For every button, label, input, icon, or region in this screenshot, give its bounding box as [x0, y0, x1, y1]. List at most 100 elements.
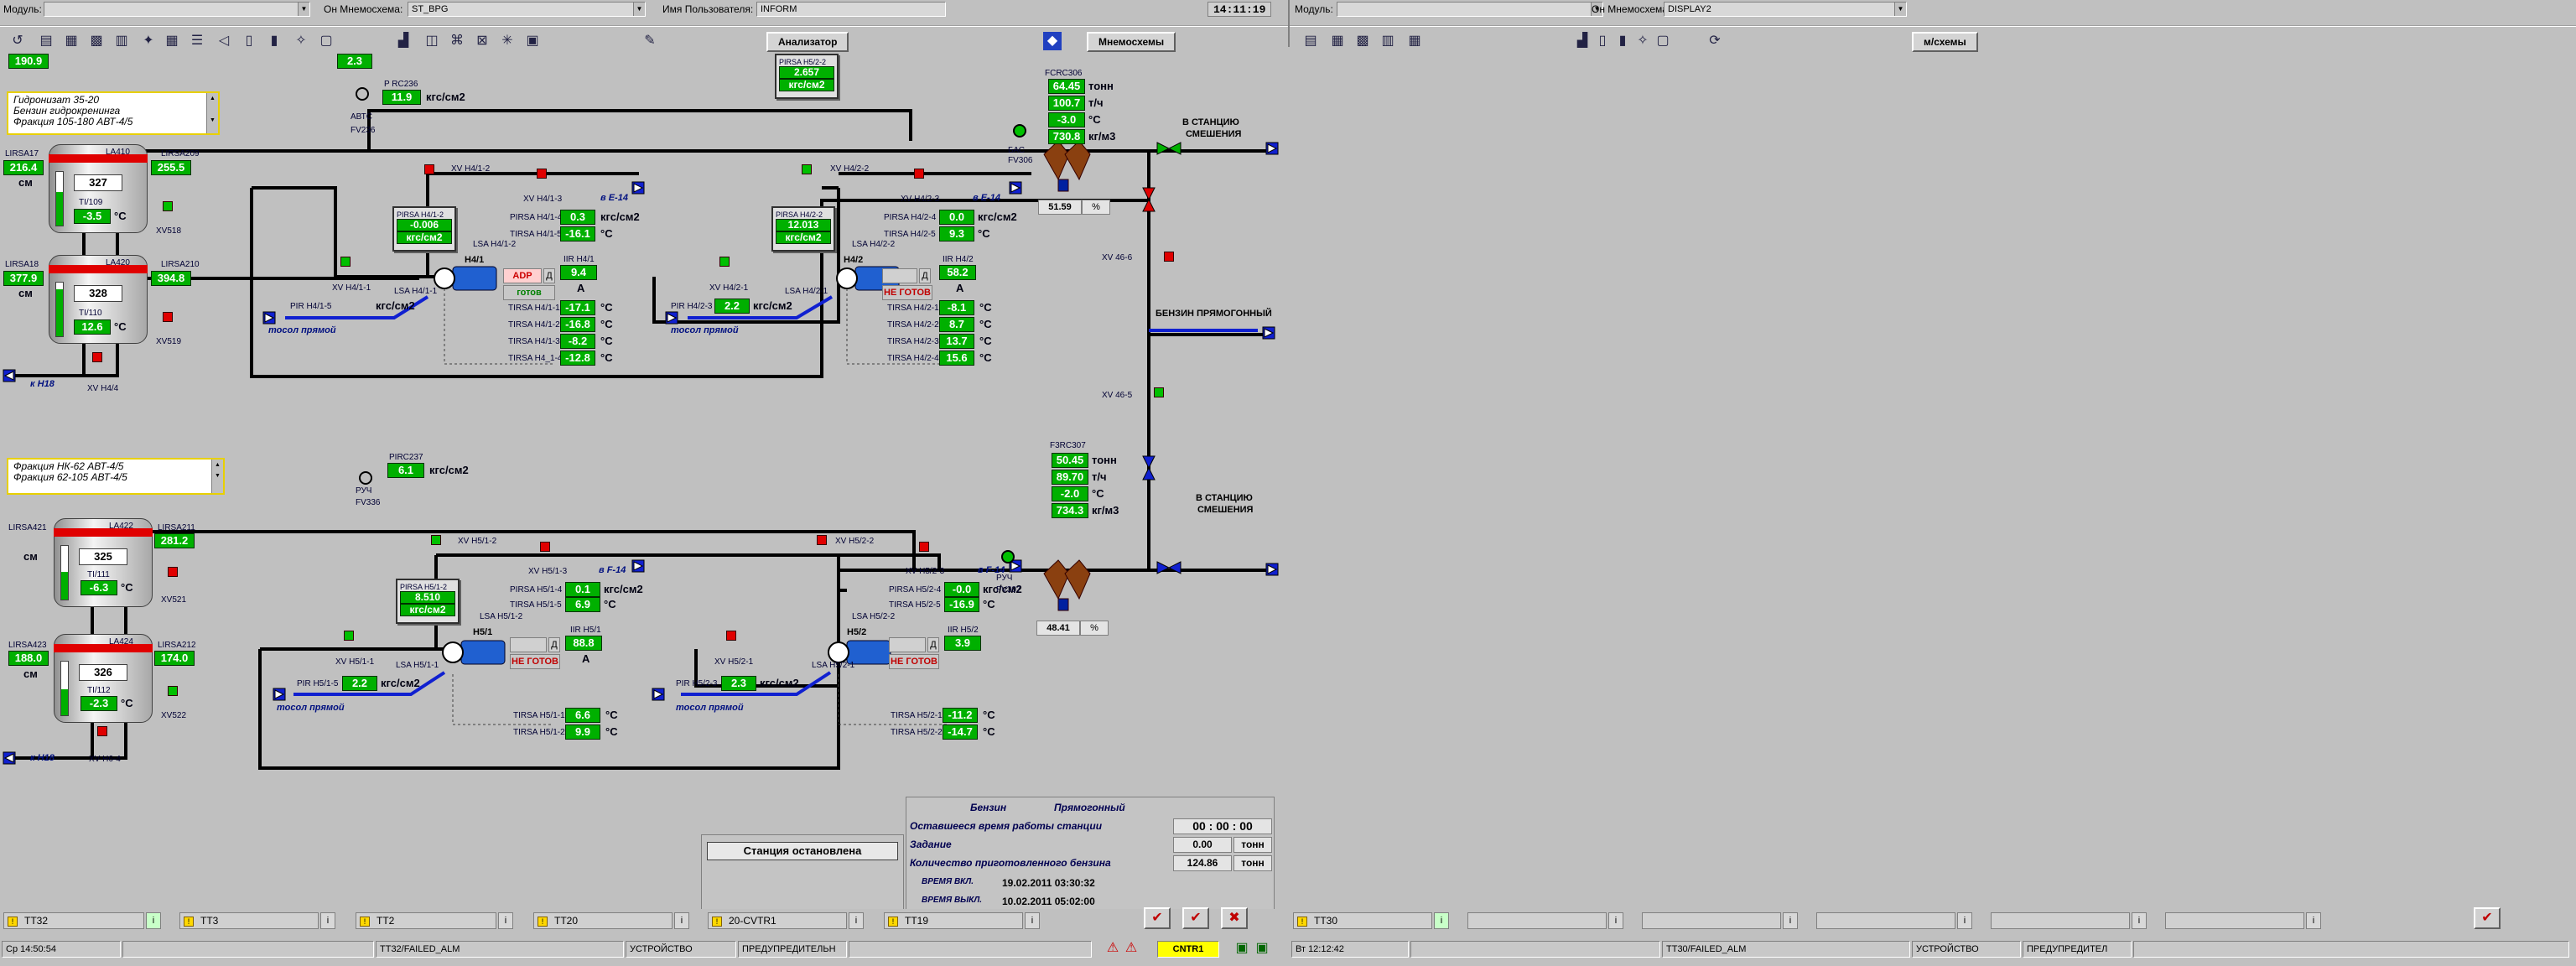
- control-valve-icon[interactable]: [356, 87, 369, 101]
- print-icon[interactable]: ▤: [39, 34, 53, 48]
- valve-status-indicator[interactable]: [1154, 387, 1164, 397]
- control-valve-icon[interactable]: [359, 471, 372, 485]
- valve-status-indicator[interactable]: [431, 535, 441, 545]
- flow-density[interactable]: 730.8: [1048, 129, 1085, 144]
- table-icon[interactable]: ▦: [165, 34, 179, 48]
- flow-percent[interactable]: 48.41: [1036, 621, 1080, 636]
- pressure-box[interactable]: PIRSA H4/2-2 12.013 кгс/см2: [771, 206, 835, 252]
- temp-value[interactable]: -17.1: [560, 300, 595, 315]
- prev-icon[interactable]: ◁: [218, 34, 230, 48]
- alarm-item[interactable]: [1991, 912, 2130, 929]
- doc-icon[interactable]: ▯: [1598, 34, 1607, 48]
- alarm-info-button[interactable]: i: [1608, 912, 1623, 929]
- mnemo-select-right[interactable]: DISPLAY2▼: [1664, 2, 1907, 17]
- pir-value[interactable]: 2.2: [342, 676, 377, 691]
- tank-level-right[interactable]: 255.5: [151, 160, 191, 175]
- alarm-item[interactable]: !TT2: [356, 912, 496, 929]
- mnemo-button-right[interactable]: м/схемы: [1912, 32, 1978, 52]
- flow-valve-icon[interactable]: [1001, 550, 1015, 564]
- tank-level-right[interactable]: 281.2: [154, 533, 195, 548]
- tank-level-left[interactable]: 377.9: [3, 271, 44, 286]
- alarm-info-button[interactable]: i: [320, 912, 335, 929]
- pir-value[interactable]: 2.3: [721, 676, 756, 691]
- tirsa-value[interactable]: 6.9: [565, 597, 600, 612]
- alarm-info-button[interactable]: i: [2132, 912, 2147, 929]
- valve-status-indicator[interactable]: [344, 631, 354, 641]
- grid-icon[interactable]: ▩: [90, 34, 103, 48]
- tank-level-right[interactable]: 174.0: [154, 651, 195, 666]
- refresh-icon[interactable]: ⟳: [1709, 34, 1721, 48]
- valve-status-indicator[interactable]: [817, 535, 827, 545]
- tank-level-right[interactable]: 394.8: [151, 271, 191, 286]
- alarm-item[interactable]: !TT32: [3, 912, 144, 929]
- page-icon[interactable]: ▢: [319, 34, 333, 48]
- pump-status-adp[interactable]: [889, 637, 926, 652]
- flow-mass[interactable]: 64.45: [1048, 79, 1085, 94]
- alarm-info-button[interactable]: i: [849, 912, 864, 929]
- tools-icon[interactable]: ✦: [143, 34, 154, 48]
- valve-status-indicator[interactable]: [163, 312, 173, 322]
- alarm-item[interactable]: !TT19: [884, 912, 1023, 929]
- back-icon[interactable]: ↺: [12, 34, 23, 48]
- trend-icon[interactable]: ▥: [115, 34, 128, 48]
- print-icon[interactable]: ▤: [1304, 34, 1317, 48]
- feed-info-box-2[interactable]: Фракция НК-62 АВТ-4/5 Фракция 62-105 АВТ…: [7, 458, 225, 495]
- tank-level-left[interactable]: 188.0: [8, 651, 49, 666]
- pirsa-value[interactable]: 0.3: [560, 210, 595, 225]
- chart-icon[interactable]: ▟: [1576, 34, 1588, 48]
- scrollbar[interactable]: ▲▼: [206, 93, 218, 133]
- amp-value[interactable]: 9.4: [560, 265, 597, 280]
- amp-value[interactable]: 88.8: [565, 636, 602, 651]
- alarm-mute-icon[interactable]: ⚠: [1124, 941, 1138, 955]
- valve-status-indicator[interactable]: [802, 164, 812, 174]
- tank-temp[interactable]: 12.6: [74, 319, 111, 335]
- mnemo-button[interactable]: Мнемосхемы: [1087, 32, 1176, 52]
- temp-value[interactable]: 13.7: [939, 334, 974, 349]
- grid-icon[interactable]: ▩: [1356, 34, 1369, 48]
- alarm-item[interactable]: !TT30: [1293, 912, 1432, 929]
- flow-rate[interactable]: 100.7: [1048, 96, 1085, 111]
- flow-valve-icon[interactable]: [1013, 124, 1026, 138]
- flow-density[interactable]: 734.3: [1052, 503, 1088, 518]
- lamp-icon[interactable]: ✧: [1637, 34, 1649, 48]
- mnemo-select[interactable]: ST_BPG▼: [408, 2, 646, 17]
- silence-icon[interactable]: ✖: [1221, 907, 1248, 929]
- list-icon[interactable]: ☰: [190, 34, 204, 48]
- temp-value[interactable]: 15.6: [939, 351, 974, 366]
- valve-status-indicator[interactable]: [97, 726, 107, 736]
- temp-value[interactable]: 8.7: [939, 317, 974, 332]
- tirsa-value[interactable]: -16.1: [560, 226, 595, 242]
- network-icon[interactable]: ⌘: [450, 34, 464, 48]
- pump-mode[interactable]: Д: [919, 268, 931, 283]
- tirsa-value[interactable]: 9.3: [939, 226, 974, 242]
- flow-temp[interactable]: -2.0: [1052, 486, 1088, 501]
- pressure-box[interactable]: PIRSA H4/1-2 -0.006 кгс/см2: [392, 206, 456, 252]
- table-icon[interactable]: ▦: [1408, 34, 1421, 48]
- settings-icon[interactable]: ✳: [501, 34, 513, 48]
- alarm-item[interactable]: !TT3: [179, 912, 319, 929]
- tank-level-left[interactable]: 216.4: [3, 160, 44, 175]
- valve-status-indicator[interactable]: [919, 542, 929, 552]
- flow-rate[interactable]: 89.70: [1052, 470, 1088, 485]
- task-value[interactable]: 0.00: [1173, 837, 1232, 853]
- lamp-icon[interactable]: ✧: [295, 34, 307, 48]
- tank-3[interactable]: 325: [54, 518, 153, 607]
- valve-status-indicator[interactable]: [726, 631, 736, 641]
- pressure-value[interactable]: 6.1: [387, 463, 424, 478]
- tank-level-left[interactable]: 190.9: [8, 54, 49, 69]
- analyzer-icon[interactable]: ✎: [644, 34, 656, 48]
- pressure-box[interactable]: PIRSA H5/1-2 8.510 кгс/см2: [396, 579, 460, 624]
- analyzer-button[interactable]: Анализатор: [766, 32, 849, 52]
- amp-value[interactable]: 58.2: [939, 265, 976, 280]
- pir-value[interactable]: 2.2: [714, 299, 750, 314]
- chart-icon[interactable]: ▟: [397, 34, 409, 48]
- feed-info-box-1[interactable]: Гидронизат 35-20 Бензин гидрокренинга Фр…: [7, 91, 220, 135]
- alarm-info-button[interactable]: i: [1957, 912, 1972, 929]
- pump-status-adp[interactable]: [882, 268, 917, 283]
- display-icon[interactable]: ▦: [65, 34, 78, 48]
- alarm-item[interactable]: !TT20: [533, 912, 673, 929]
- pump-status-adp[interactable]: [510, 637, 547, 652]
- pressure-value[interactable]: 11.9: [382, 90, 421, 105]
- acknowledge-icon[interactable]: ✔: [1144, 907, 1171, 929]
- temp-value[interactable]: -12.8: [560, 351, 595, 366]
